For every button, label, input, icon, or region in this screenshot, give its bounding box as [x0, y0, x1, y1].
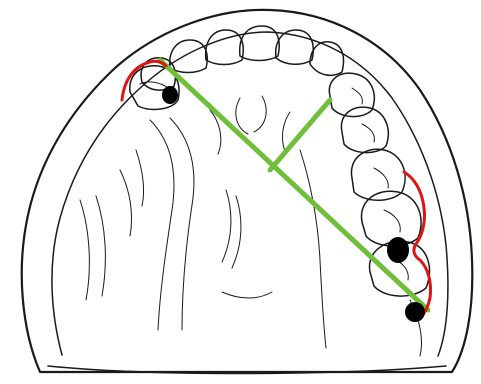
cast-inner-rim — [52, 32, 448, 356]
fulcrum-line — [160, 60, 428, 310]
palate-detail — [80, 96, 422, 356]
perpendicular-line — [270, 100, 330, 170]
left-occlusal-rest — [162, 86, 178, 104]
anterior-teeth — [141, 26, 343, 90]
right-occlusal-rest-upper — [387, 237, 409, 263]
cast-outline — [22, 10, 473, 372]
right-occlusal-rest-lower — [405, 302, 425, 322]
